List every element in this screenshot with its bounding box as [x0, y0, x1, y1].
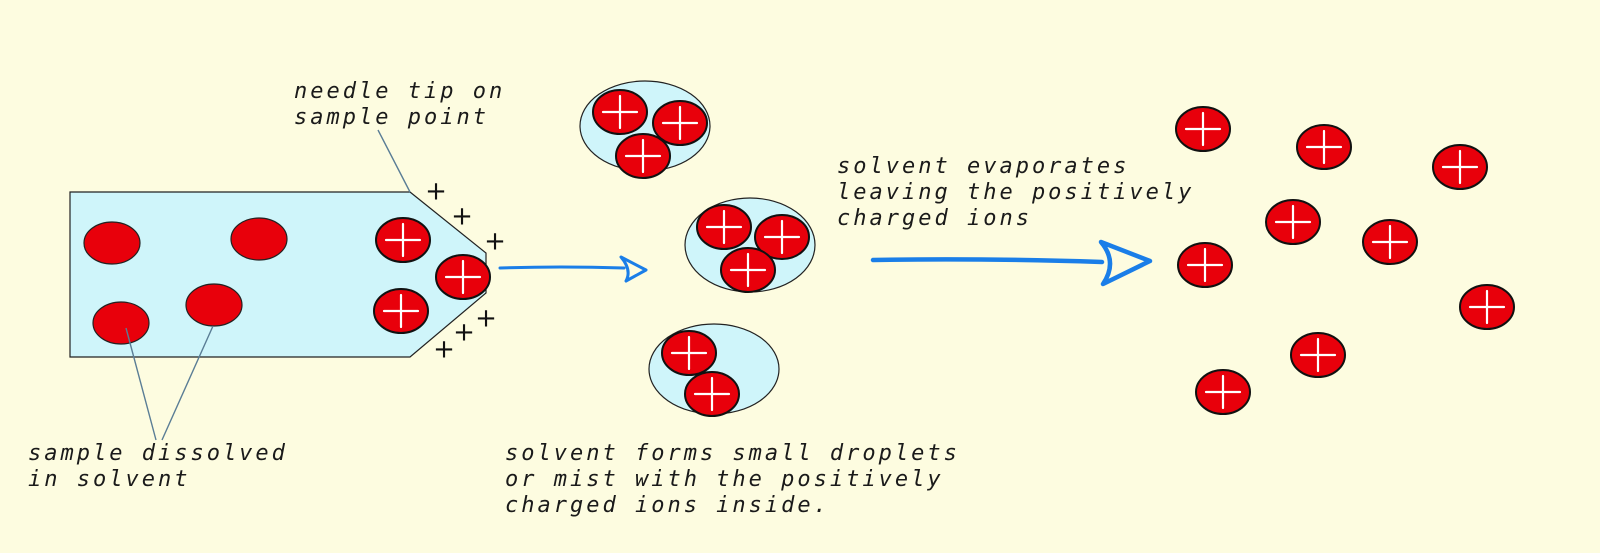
label-line: or mist with the positively	[505, 467, 944, 492]
needle-tip-label: needle tip on sample point	[294, 79, 505, 131]
surface-charge-symbol: +	[453, 318, 475, 348]
positive-ion-icon	[1362, 219, 1418, 265]
positive-ion-icon	[1459, 284, 1515, 330]
positive-ion-icon	[1265, 199, 1321, 245]
positive-ion-icon	[615, 133, 671, 179]
positive-ion-icon	[720, 247, 776, 293]
positive-ion-icon	[661, 330, 717, 376]
label-line: charged ions	[837, 206, 1032, 231]
positive-ion-icon	[592, 89, 648, 135]
positive-ion-icon	[1177, 242, 1233, 288]
label-line: charged ions inside.	[505, 493, 830, 518]
surface-charge-symbol: +	[475, 304, 497, 334]
evaporation-label: solvent evaporates leaving the positivel…	[837, 154, 1194, 232]
charged-ions	[373, 89, 1515, 417]
positive-ion-icon	[435, 254, 491, 300]
label-line: solvent forms small droplets	[505, 441, 960, 466]
positive-ion-icon	[375, 217, 431, 263]
needle-leader-line	[377, 129, 411, 193]
sample-molecule	[185, 283, 243, 327]
arrow-evaporation	[870, 239, 1153, 287]
label-line: sample dissolved	[28, 441, 288, 466]
surface-charge-symbol: +	[433, 335, 455, 365]
label-line: needle tip on	[294, 79, 506, 104]
sample-leader-line	[125, 327, 157, 441]
surface-charge-symbol: +	[425, 177, 447, 207]
positive-ion-icon	[1195, 369, 1251, 415]
tip-charges: ++++++	[425, 177, 506, 365]
surface-charge-symbol: +	[484, 227, 506, 257]
sample-molecule	[92, 301, 150, 345]
positive-ion-icon	[754, 214, 810, 260]
leader-lines	[125, 129, 411, 441]
sample-molecules	[83, 217, 288, 345]
positive-ion-icon	[1432, 144, 1488, 190]
droplets-label: solvent forms small droplets or mist wit…	[505, 441, 960, 519]
positive-ion-icon	[1296, 124, 1352, 170]
label-line: leaving the positively	[837, 180, 1195, 205]
surface-charge-symbol: +	[451, 202, 473, 232]
sample-molecule	[83, 221, 141, 265]
positive-ion-icon	[373, 288, 429, 334]
arrow-to-droplets	[498, 255, 648, 283]
sample-dissolved-label: sample dissolved in solvent	[28, 441, 288, 493]
sample-molecule	[230, 217, 288, 261]
positive-ion-icon	[652, 100, 708, 146]
positive-ion-icon	[1175, 106, 1231, 152]
label-line: in solvent	[28, 467, 191, 492]
positive-ion-icon	[1290, 332, 1346, 378]
positive-ion-icon	[696, 204, 752, 250]
sample-leader-line	[161, 325, 214, 441]
label-line: sample point	[294, 105, 489, 130]
label-line: solvent evaporates	[837, 154, 1130, 179]
positive-ion-icon	[684, 371, 740, 417]
